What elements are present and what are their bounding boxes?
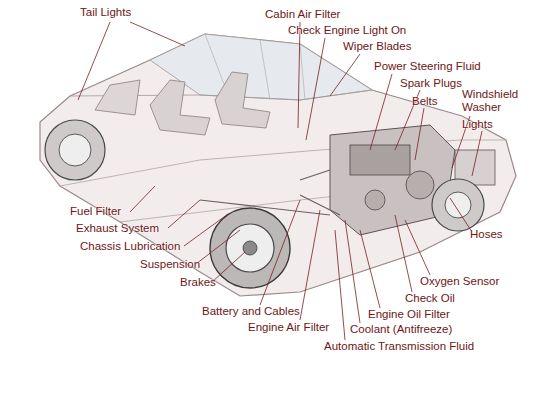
- part-label: Cabin Air Filter: [265, 8, 340, 21]
- part-label: Power Steering Fluid: [374, 60, 481, 73]
- part-label: Hoses: [470, 228, 503, 241]
- part-label: Automatic Transmission Fluid: [324, 340, 474, 353]
- seats: [95, 72, 270, 135]
- part-label: Coolant (Antifreeze): [350, 323, 452, 336]
- part-label: Battery and Cables: [202, 305, 300, 318]
- part-label: Engine Air Filter: [248, 321, 329, 334]
- part-label: Exhaust System: [76, 222, 159, 235]
- part-label: Spark Plugs: [400, 77, 462, 90]
- part-label: Engine Oil Filter: [368, 308, 450, 321]
- leader-lines: [78, 22, 482, 340]
- part-label: Oxygen Sensor: [420, 275, 499, 288]
- part-label: Chassis Lubrication: [80, 240, 180, 253]
- part-label: Fuel Filter: [70, 205, 121, 218]
- part-label: Brakes: [180, 276, 216, 289]
- part-label: Tail Lights: [80, 6, 131, 19]
- wheels: [45, 120, 484, 288]
- part-label: Check Oil: [405, 292, 455, 305]
- part-label: Belts: [412, 95, 438, 108]
- part-label: Wiper Blades: [343, 40, 411, 53]
- part-label: Windshield Washer: [462, 88, 526, 114]
- part-label: Lights: [462, 118, 493, 131]
- part-label: Suspension: [140, 258, 200, 271]
- part-label: Check Engine Light On: [288, 24, 406, 37]
